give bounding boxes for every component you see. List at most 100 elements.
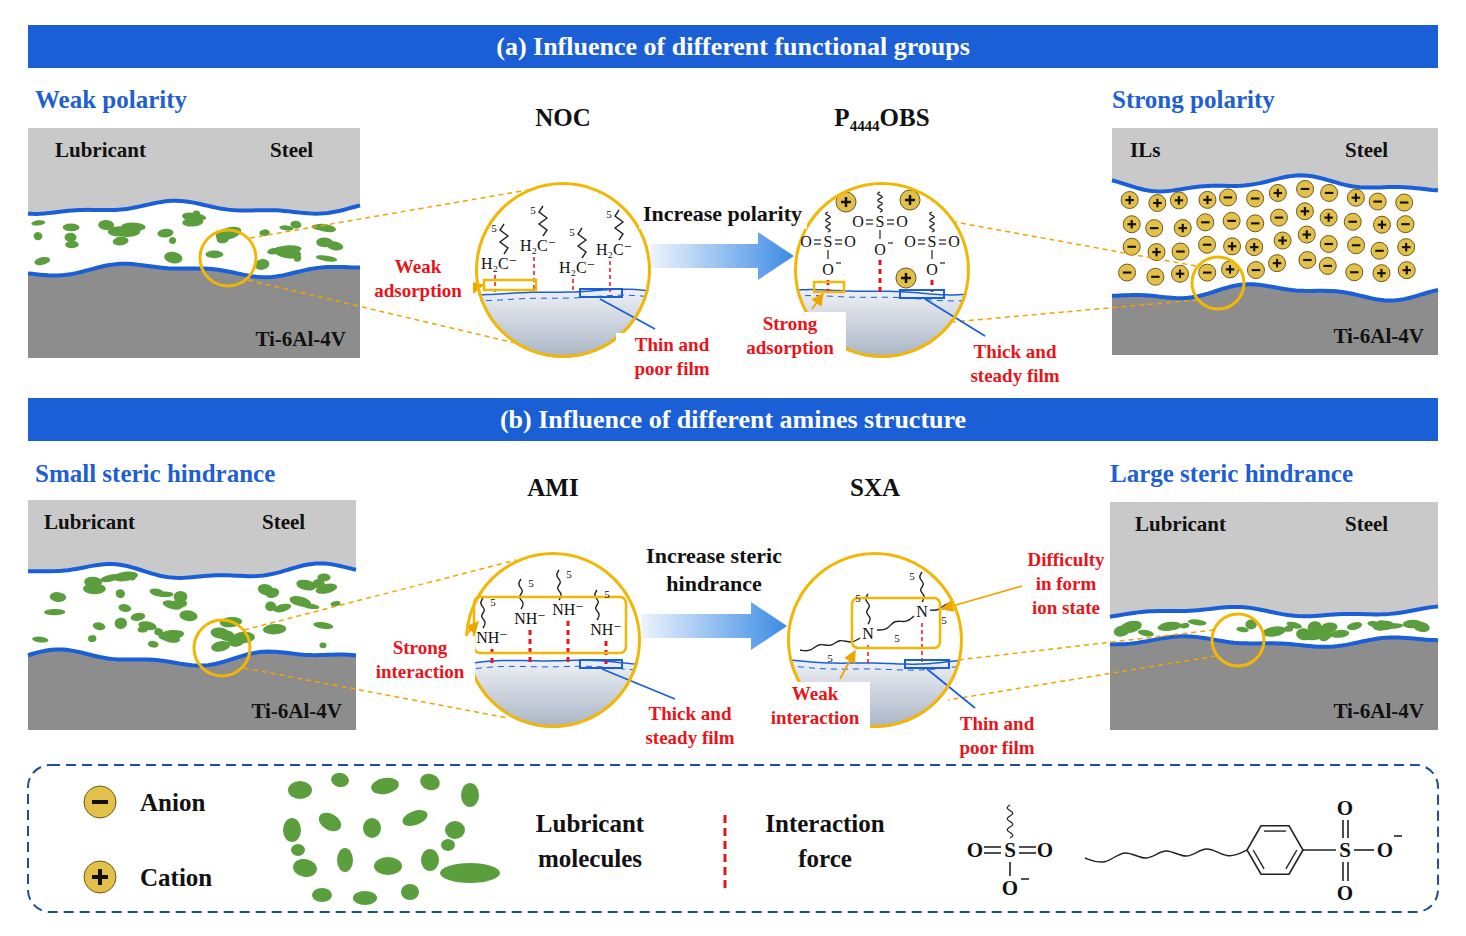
ionic-liquid-path (1276, 259, 1278, 268)
film-mark (580, 660, 622, 668)
ionic-liquid-circle (1344, 213, 1361, 230)
zoom-interior (465, 552, 641, 728)
lubricant-molecules-ellipse (49, 591, 66, 602)
ionic-liquid-circle (1346, 264, 1363, 281)
film-mark (905, 660, 949, 668)
lubricant-molecules-ellipse (92, 621, 106, 631)
material-label: Ti-6Al-4V (251, 699, 342, 724)
material-label: Lubricant (1135, 512, 1226, 537)
molecular-structure-path (930, 212, 935, 232)
lubricant-molecules-ellipse (112, 570, 138, 583)
zoom-interior-g-path (465, 660, 641, 728)
lubricant-molecule-sample-ellipse (441, 839, 455, 851)
compound-name: SXA (850, 474, 900, 502)
molecular-structure-path (609, 261, 611, 292)
zoom-interior-g (465, 660, 641, 728)
lubricant-molecule-sample-ellipse (440, 863, 500, 883)
friction-pair-path (1110, 636, 1438, 647)
lubricant-molecules-ellipse (263, 623, 287, 635)
ionic-liquid-circle (1147, 268, 1164, 285)
octylbenzenesulfonate-structure-path (1286, 850, 1297, 869)
ionic-liquid-circle (1123, 238, 1140, 255)
ionic-liquid-path (1324, 243, 1333, 245)
ionic-liquid-circle (1298, 226, 1315, 243)
material-label: Steel (1345, 138, 1388, 163)
ionic-liquid-circle (1296, 203, 1313, 220)
octylbenzenesulfonate-structure-path (1247, 826, 1303, 874)
lubricant-molecules-ellipse (265, 601, 276, 611)
lubricant-molecules-ellipse (293, 254, 301, 262)
molecular-structure-path (887, 219, 894, 220)
ionic-liquid-circle (1398, 262, 1415, 279)
octylbenzenesulfonate-structure-path (1085, 849, 1247, 862)
ionic-liquid-path (1127, 246, 1136, 248)
lubricant-molecule-sample (283, 771, 500, 905)
ionic-liquid-path (1203, 272, 1212, 274)
lubricant-molecules (31, 210, 344, 271)
ionic-liquid-path (1252, 269, 1261, 271)
friction-pair (1112, 128, 1438, 355)
lubricant-molecules-ellipse (210, 639, 231, 653)
atom-label: NH⁻ (476, 630, 508, 646)
ionic-liquid-path (1380, 269, 1382, 278)
material-label: ILs (1130, 138, 1160, 163)
friction-pair-path (28, 500, 356, 578)
friction-pair-rect (28, 128, 360, 358)
ionic-liquid-circle (1199, 191, 1216, 208)
lubricant-molecules-ellipse (163, 250, 183, 264)
octylbenzenesulfonate-structure-path (1342, 862, 1344, 881)
atom-label: H₂C⁻ (520, 238, 556, 254)
lubricant-molecules-ellipse (32, 636, 49, 643)
atom-label: NH⁻ (514, 611, 546, 627)
ionic-liquid-circle (1299, 252, 1316, 269)
chain-repeat: 5 (604, 589, 610, 600)
molecular-structure-path (939, 239, 946, 240)
lubricant-molecules-ellipse (64, 233, 76, 242)
molecular-structure-path (835, 239, 842, 240)
zoom-leader-path (958, 630, 1214, 660)
atom-label: N (862, 626, 874, 642)
ionic-liquid-circle (1123, 216, 1140, 233)
circle-outline-circle (467, 554, 640, 727)
lubricant-molecules-ellipse (44, 609, 66, 616)
lubricant-molecule-sample-ellipse (401, 884, 419, 900)
ionic-liquid-path (1277, 189, 1279, 198)
ionic-liquid-circle (1319, 257, 1336, 274)
ionic-liquid-path (1401, 223, 1410, 225)
atom-label: O (844, 234, 856, 250)
zoom-leader-path (948, 656, 1216, 700)
atom-label: O (822, 262, 834, 278)
material-label: Steel (1345, 512, 1388, 537)
lubricant-molecules-ellipse (1188, 618, 1207, 626)
material-label: Ti-6Al-4V (1333, 324, 1424, 349)
material-label: Lubricant (55, 138, 146, 163)
zoom-spot (200, 230, 256, 286)
octylbenzenesulfonate-structure-path (1342, 820, 1344, 838)
lubricant-molecules-ellipse (1137, 629, 1154, 638)
ionic-liquid-circle (1373, 265, 1390, 282)
ionic-liquid-circle (1269, 184, 1286, 201)
lubricant-molecule-sample-ellipse (353, 891, 377, 905)
octylbenzenesulfonate-structure-path (1394, 835, 1402, 837)
lubricant-molecule-sample-ellipse (421, 849, 439, 871)
lubricant-molecules-ellipse (31, 220, 46, 227)
molecular-structure-path (578, 228, 586, 258)
lubricant-molecules-ellipse (65, 241, 79, 249)
friction-pair (28, 500, 356, 730)
annotation-leader-path (600, 299, 655, 329)
lubricant-molecule-sample-ellipse (291, 844, 305, 856)
highlight-box (474, 597, 626, 653)
legend-text: Anion (140, 785, 205, 820)
highlight-box (814, 282, 844, 292)
panel-heading: Weak polarity (35, 86, 187, 114)
chain-repeat: 5 (606, 209, 612, 220)
friction-pair (28, 128, 360, 358)
friction-pair-path (28, 649, 356, 665)
friction-panel: Large steric hindranceLubricantSteelTi-6… (1110, 502, 1438, 730)
lubricant-molecules-ellipse (118, 603, 132, 613)
ionic-liquid-path (1381, 220, 1383, 229)
highlight-box (484, 280, 536, 290)
molecular-structure-path (879, 260, 882, 292)
lubricant-molecule-sample-ellipse (292, 857, 319, 879)
molecular-structure-path (879, 230, 880, 239)
